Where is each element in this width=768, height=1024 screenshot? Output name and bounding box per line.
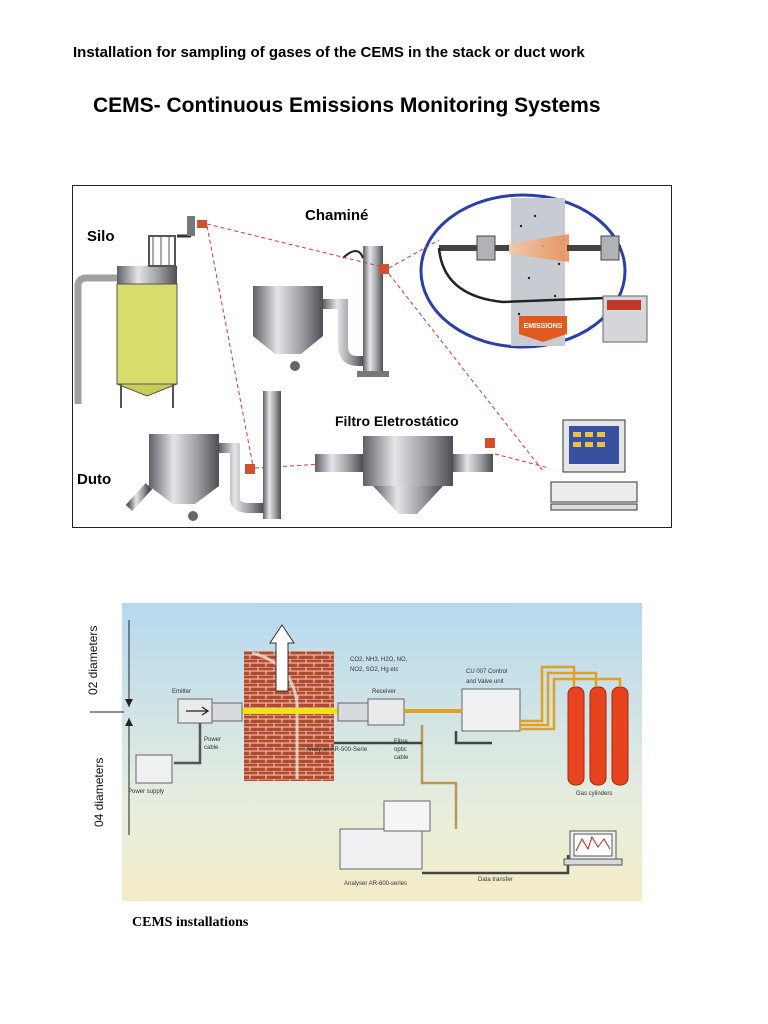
chamine-label: Chaminé	[305, 207, 368, 224]
zoom-light-beam	[509, 234, 569, 262]
silo-probe	[187, 216, 195, 236]
silo-probe-box	[197, 220, 207, 228]
computer-base	[550, 481, 638, 503]
control-valve-unit	[461, 688, 521, 732]
power-cable-label-1: Power	[204, 737, 221, 743]
analyser-series-label: Analyser AR-500-Serie	[306, 747, 368, 753]
cems-diagram-figure: CO2, NH3, H2O, NO, NO2, SO2, Hg etc Emit…	[122, 603, 642, 901]
page-title: CEMS- Continuous Emissions Monitoring Sy…	[93, 94, 601, 117]
gas-cylinders-label: Gas cylinders	[576, 791, 612, 797]
emitter-label: Emitter	[172, 689, 191, 695]
intro-heading: Installation for sampling of gases of th…	[73, 44, 585, 61]
cems-sketch-figure: Silo Chaminé EMISSIONS Du	[72, 185, 672, 528]
keyboard	[550, 503, 638, 511]
power-supply-label: Power supply	[128, 789, 164, 795]
filtro-label: Filtro Eletrostático	[335, 413, 459, 429]
light-path	[240, 708, 338, 714]
data-transfer-label: Data transfer	[478, 877, 513, 883]
silo-label: Silo	[87, 228, 115, 245]
silo-pipe	[74, 274, 117, 404]
fibre-label-3: cable	[394, 755, 409, 761]
duto-cyclone-cone	[149, 486, 219, 504]
duto-label: Duto	[77, 471, 111, 488]
analyser-monitor	[383, 800, 431, 832]
emissions-arrow	[519, 316, 567, 342]
power-cable-label-2: cable	[204, 745, 219, 751]
emissions-label: EMISSIONS	[524, 323, 563, 330]
power-supply-box	[135, 754, 173, 784]
flue-gas-arrow	[269, 624, 295, 692]
chamine-stack	[363, 246, 383, 371]
silo-cone	[116, 383, 178, 397]
fibre-label-2: optic	[394, 747, 407, 753]
duto-cyclone-top	[149, 434, 219, 486]
fibre-label-1: Fibre	[394, 739, 408, 745]
figure-caption: CEMS installations	[132, 915, 249, 930]
analyser-600-label: Analyser AR-600-series	[344, 881, 407, 887]
chamine-duct	[323, 299, 363, 366]
control-label-1: CU 007 Control	[466, 669, 507, 675]
chamine-cyclone-top	[253, 286, 323, 336]
chamine-cyclone-cone	[253, 336, 323, 354]
silo-frame	[148, 235, 176, 267]
gases-label-1: CO2, NH3, H2O, NO,	[350, 657, 408, 663]
filtro-probe	[485, 438, 495, 448]
receiver-unit	[367, 698, 405, 726]
lower-dimension-label: 04 diameters	[92, 758, 106, 827]
receiver-label: Receiver	[372, 689, 396, 695]
chamine-probe	[379, 264, 389, 274]
gases-label-2: NO2, SO2, Hg etc	[350, 667, 398, 673]
control-label-2: and Valve unit	[466, 679, 504, 685]
duto-duct	[219, 443, 263, 513]
dimension-markers: 02 diameters 04 diameters	[86, 620, 133, 835]
gas-cylinders	[567, 686, 629, 786]
upper-dimension-label: 02 diameters	[86, 626, 100, 695]
cems-diagram-svg: CO2, NH3, H2O, NO, NO2, SO2, Hg etc Emit…	[122, 603, 642, 901]
cems-sketch-svg: Silo Chaminé EMISSIONS Du	[74, 193, 648, 521]
duto-probe	[245, 464, 255, 474]
filtro-body	[363, 436, 453, 486]
filtro-hopper	[373, 486, 443, 514]
analyser-600	[339, 828, 423, 870]
duto-stack	[263, 391, 281, 519]
silo-roof	[117, 266, 177, 284]
silo-body	[116, 283, 178, 385]
